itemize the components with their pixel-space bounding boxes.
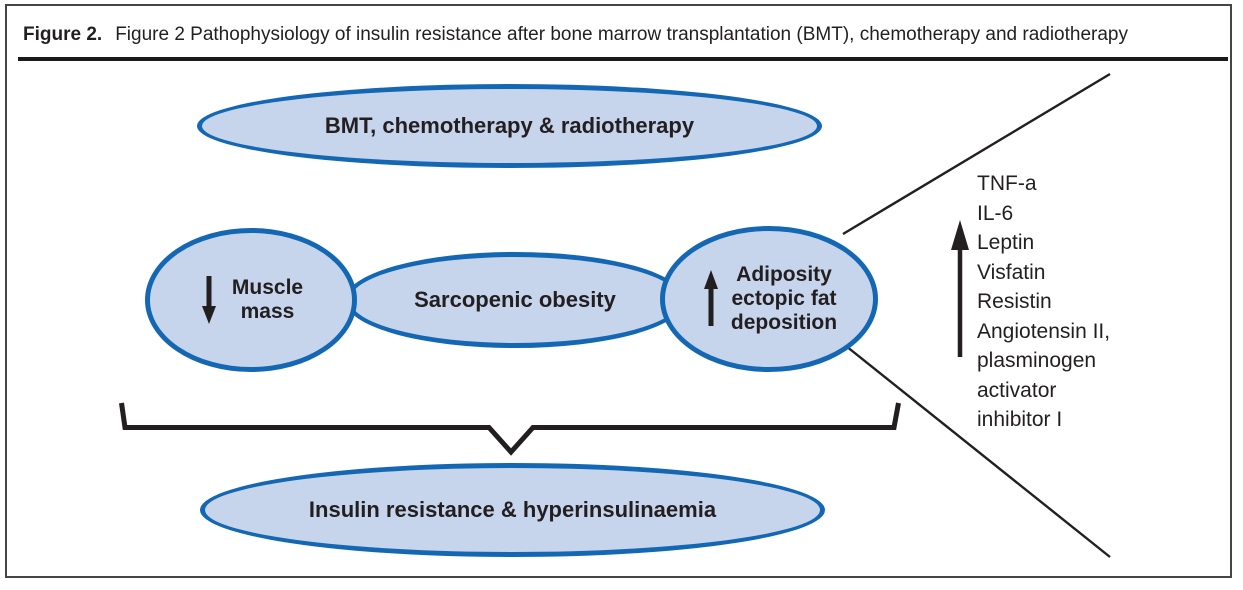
- brace: [119, 402, 901, 456]
- mediators-up-arrow-icon: [951, 220, 969, 357]
- mediator-item: Visfatin: [977, 260, 1046, 284]
- node-label: Insulin resistance & hyperinsulinaemia: [308, 497, 717, 522]
- mediator-item: Resistin: [977, 290, 1052, 313]
- up-arrow-icon: [703, 270, 718, 326]
- figure-label: Figure 2.: [23, 24, 103, 45]
- node-label: Adiposity ectopic fat deposition: [730, 263, 838, 334]
- mediator-item: activator: [977, 378, 1057, 402]
- down-arrow-icon: [201, 276, 216, 324]
- lower-diagonal-line: [840, 341, 1111, 558]
- mediator-item: Angiotensin II,: [977, 319, 1111, 343]
- mediator-item: inhibitor I: [977, 408, 1063, 431]
- node-adiposity-ectopic-fat: Adiposity ectopic fat deposition: [660, 226, 878, 372]
- figure-caption: Figure 2 Pathophysiology of insulin resi…: [115, 24, 1128, 45]
- upper-diagonal-line: [842, 72, 1111, 236]
- title-divider: [18, 57, 1228, 61]
- mediator-list: TNF-a IL-6 Leptin Visfatin Resistin Angi…: [977, 169, 1110, 435]
- node-label: Muscle mass: [231, 276, 304, 323]
- figure-title: Figure 2. Figure 2 Pathophysiology of ins…: [23, 24, 1213, 46]
- node-bmt-chemo-radio: BMT, chemotherapy & radiotherapy: [197, 84, 822, 168]
- mediator-item: Leptin: [977, 231, 1035, 254]
- mediator-item: plasminogen: [977, 349, 1097, 372]
- node-label: Sarcopenic obesity: [414, 287, 616, 312]
- mediator-item: TNF-a: [977, 172, 1037, 195]
- node-muscle-mass: Muscle mass: [145, 228, 357, 372]
- mediator-item: IL-6: [977, 201, 1014, 225]
- node-insulin-resistance: Insulin resistance & hyperinsulinaemia: [200, 463, 825, 557]
- node-label: BMT, chemotherapy & radiotherapy: [324, 113, 695, 138]
- node-sarcopenic-obesity: Sarcopenic obesity: [345, 252, 685, 348]
